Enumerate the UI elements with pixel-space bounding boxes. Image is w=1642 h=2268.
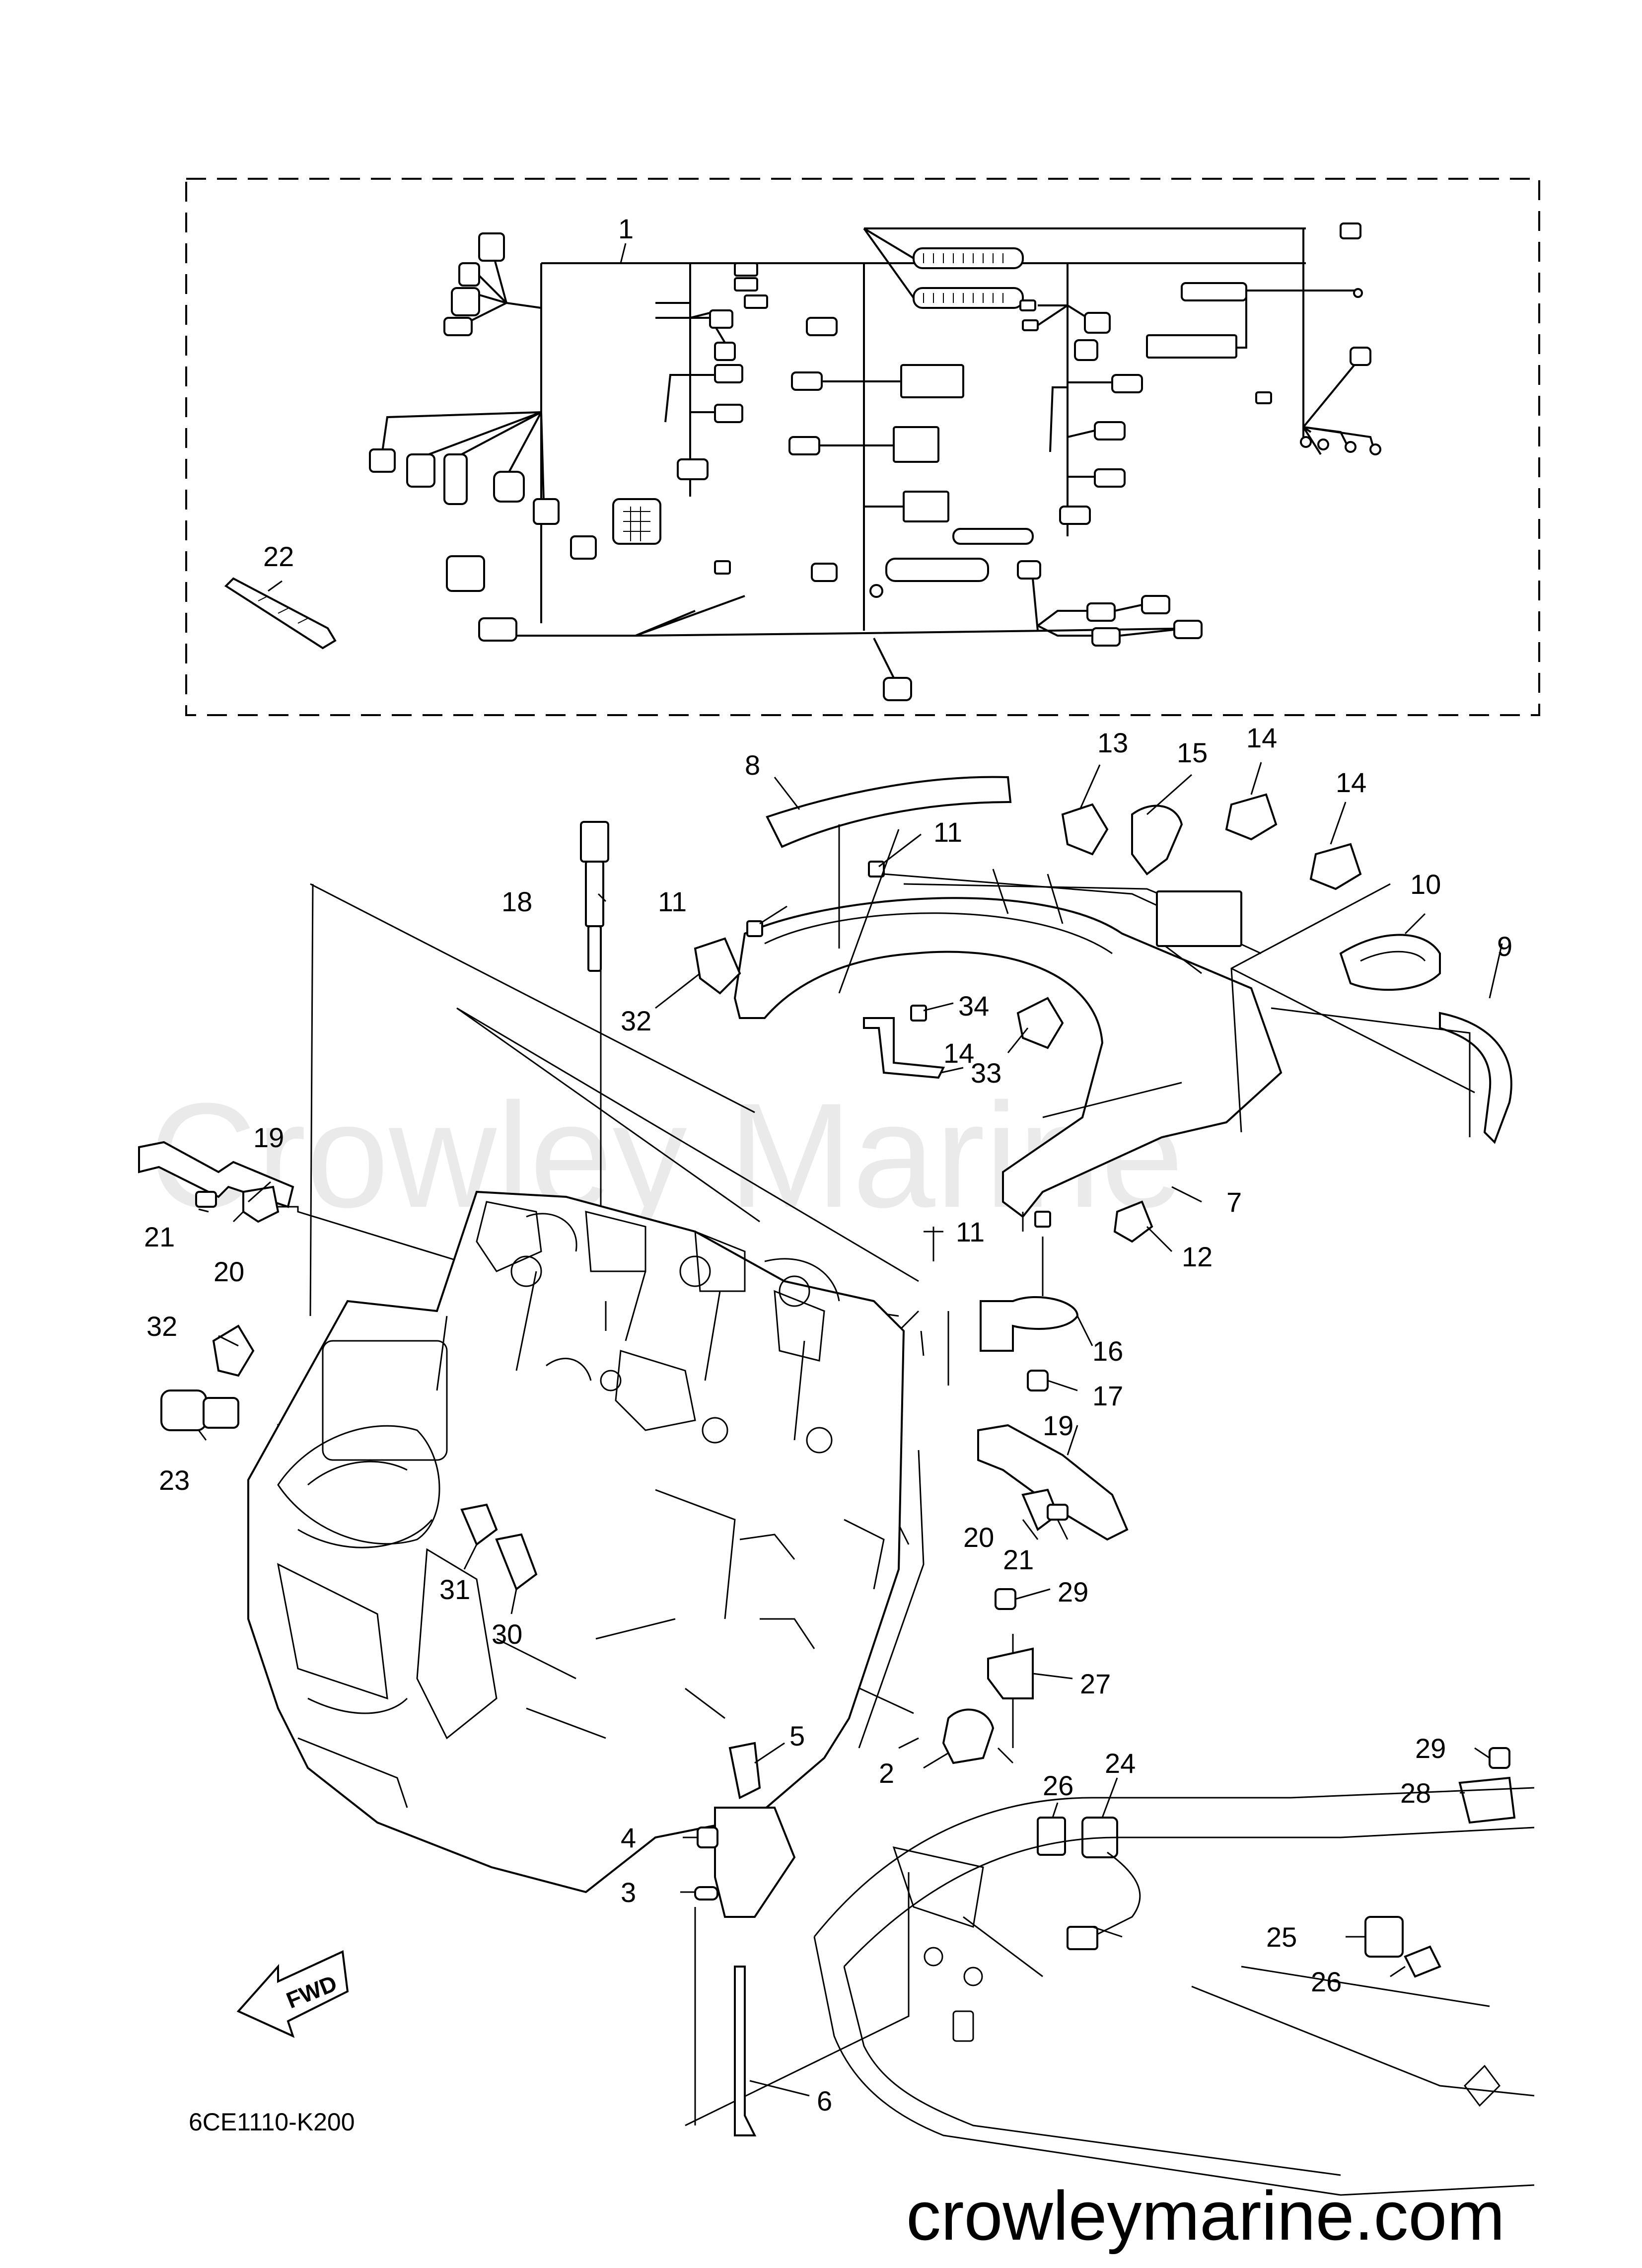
callout-32: 32 bbox=[146, 1311, 177, 1342]
callout-8: 8 bbox=[745, 749, 760, 781]
callout-3: 3 bbox=[621, 1877, 636, 1908]
callout-14: 14 bbox=[943, 1037, 974, 1069]
callout-14: 14 bbox=[1336, 767, 1366, 798]
callout-6: 6 bbox=[817, 2085, 832, 2117]
callout-26: 26 bbox=[1043, 1770, 1073, 1801]
callout-14: 14 bbox=[1246, 722, 1277, 753]
wire-harness-box bbox=[185, 178, 1540, 716]
callout-17: 17 bbox=[1092, 1380, 1123, 1411]
footer-url: crowleymarine.com bbox=[906, 2177, 1505, 2255]
callout-10: 10 bbox=[1410, 869, 1441, 900]
callout-1: 1 bbox=[618, 213, 634, 244]
callout-2: 2 bbox=[879, 1757, 894, 1789]
callout-25: 25 bbox=[1266, 1921, 1297, 1953]
callout-11: 11 bbox=[658, 886, 687, 917]
callout-23: 23 bbox=[159, 1464, 190, 1496]
callout-33: 33 bbox=[971, 1057, 1001, 1089]
callout-24: 24 bbox=[1105, 1748, 1136, 1779]
callout-26: 26 bbox=[1311, 1966, 1342, 1997]
callout-5: 5 bbox=[789, 1720, 805, 1752]
engine-block bbox=[247, 1190, 905, 1894]
bracket-assembly bbox=[580, 776, 1512, 1391]
bottom-cowling bbox=[813, 1787, 1535, 2196]
callout-12: 12 bbox=[1182, 1241, 1213, 1272]
callout-22: 22 bbox=[263, 541, 294, 572]
callout-11: 11 bbox=[956, 1216, 985, 1247]
callout-4: 4 bbox=[621, 1822, 636, 1853]
callout-15: 15 bbox=[1177, 737, 1208, 768]
callout-29: 29 bbox=[1058, 1576, 1088, 1608]
callout-13: 13 bbox=[1097, 727, 1128, 758]
callout-30: 30 bbox=[492, 1618, 522, 1650]
callout-9: 9 bbox=[1497, 931, 1512, 962]
callout-20: 20 bbox=[963, 1522, 994, 1553]
callout-29: 29 bbox=[1415, 1733, 1446, 1764]
callout-32: 32 bbox=[621, 1005, 651, 1036]
callout-18: 18 bbox=[501, 886, 532, 917]
callout-27: 27 bbox=[1080, 1668, 1111, 1699]
callouts: 1 22 8 13 15 14 14 11 11 18 10 9 32 34 1… bbox=[144, 213, 1512, 2117]
fwd-arrow: FWD bbox=[236, 1950, 349, 2038]
callout-21: 21 bbox=[144, 1221, 175, 1252]
callout-28: 28 bbox=[1400, 1777, 1431, 1809]
callout-16: 16 bbox=[1092, 1335, 1123, 1367]
callout-leaders bbox=[198, 243, 1503, 2097]
callout-31: 31 bbox=[439, 1574, 470, 1605]
callout-21: 21 bbox=[1003, 1544, 1034, 1575]
diagram-code: 6CE1110-K200 bbox=[189, 2108, 355, 2136]
callout-11: 11 bbox=[933, 816, 962, 848]
callout-20: 20 bbox=[214, 1256, 244, 1287]
callout-7: 7 bbox=[1226, 1186, 1242, 1218]
callout-34: 34 bbox=[958, 990, 989, 1022]
callout-19: 19 bbox=[1043, 1410, 1073, 1441]
callout-19: 19 bbox=[253, 1122, 284, 1153]
